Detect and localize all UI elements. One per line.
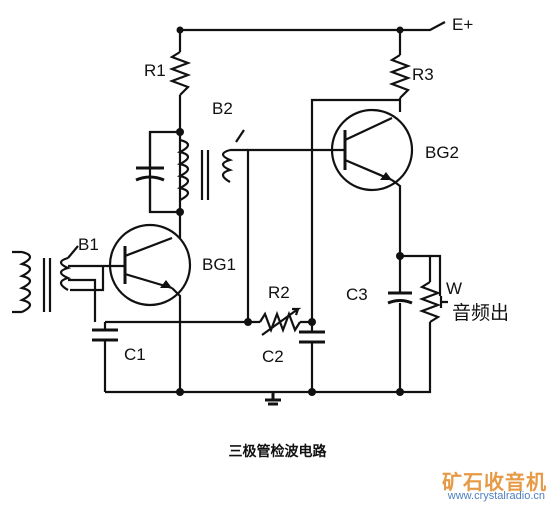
ground-symbol — [265, 392, 281, 406]
diagram-caption: 三极管检波电路 — [228, 444, 327, 460]
label-bg1: BG1 — [202, 255, 236, 274]
label-pot: W — [446, 279, 462, 298]
label-c1: C1 — [124, 345, 146, 364]
label-r2: R2 — [268, 283, 290, 302]
capacitor-c3 — [387, 282, 413, 312]
resistor-r3 — [388, 54, 412, 99]
watermark-url: www.crystalradio.cn — [447, 490, 545, 502]
label-b2: B2 — [212, 99, 233, 118]
watermark-site-name: 矿石收音机 — [442, 470, 547, 494]
label-c3: C3 — [346, 285, 368, 304]
label-r1: R1 — [144, 61, 166, 80]
label-output: 音频出 — [452, 302, 509, 324]
wires — [68, 21, 446, 394]
capacitor-c1 — [92, 322, 118, 348]
junction-dots — [176, 26, 404, 396]
potentiometer-w — [418, 254, 448, 323]
transformer-b2 — [176, 129, 248, 201]
resistor-r2 — [259, 307, 302, 336]
label-c2: C2 — [262, 347, 284, 366]
label-supply: E+ — [452, 15, 473, 34]
transistor-bg2 — [330, 108, 414, 192]
transformer-b1 — [12, 245, 103, 314]
tuning-capacitor — [135, 132, 165, 212]
transistor-bg1 — [108, 223, 192, 307]
resistor-r1 — [168, 51, 192, 96]
label-r3: R3 — [412, 65, 434, 84]
circuit-schematic: E+ R1 R3 B2 BG2 B1 BG1 R2 C3 W 音频出 C1 C2 — [12, 15, 509, 406]
label-b1: B1 — [78, 235, 99, 254]
capacitor-c2 — [299, 322, 325, 352]
label-bg2: BG2 — [425, 143, 459, 162]
